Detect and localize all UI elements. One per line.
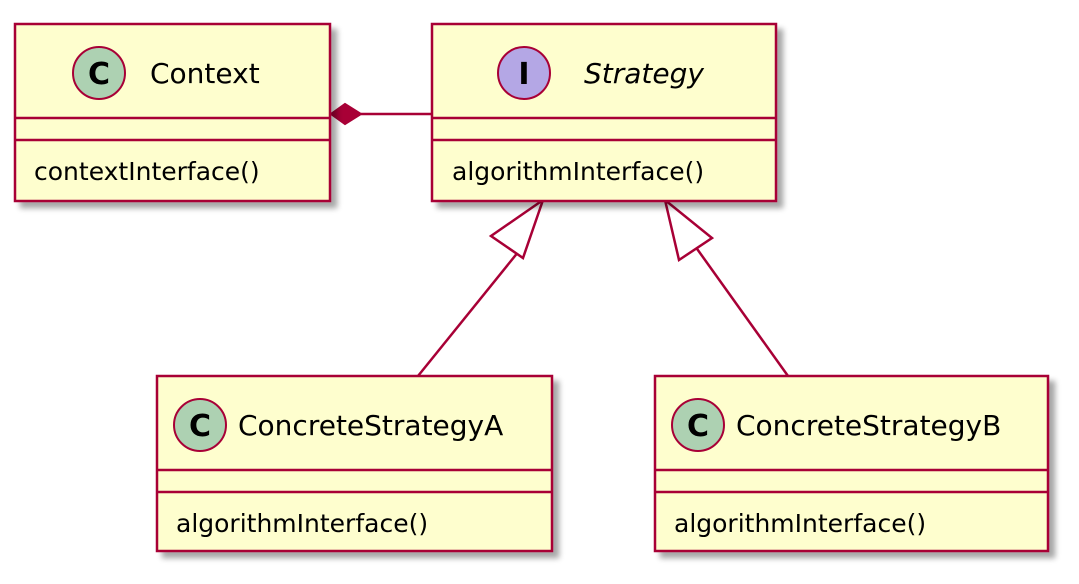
class-name: ConcreteStrategyB [736,409,1001,442]
class-context[interactable]: C Context contextInterface() [13,22,332,203]
method-algorithm-interface: algorithmInterface() [176,509,428,538]
badge-letter: C [88,57,110,92]
badge-letter: I [518,57,529,92]
interface-badge-icon: I [497,46,551,100]
class-name: ConcreteStrategyA [238,409,503,442]
interface-strategy[interactable]: I Strategy algorithmInterface() [430,22,778,203]
inheritance-arrowhead-icon [488,196,546,260]
interface-name: Strategy [584,57,704,90]
method-algorithm-interface: algorithmInterface() [452,157,704,186]
badge-letter: C [189,409,211,444]
method-context-interface: contextInterface() [34,157,260,186]
class-badge-icon: C [173,398,227,452]
composition-link [329,102,432,126]
class-badge-icon: C [671,398,725,452]
class-name: Context [150,57,260,90]
badge-letter: C [687,409,709,444]
class-badge-icon: C [72,46,126,100]
method-algorithm-interface: algorithmInterface() [674,509,926,538]
composition-diamond-icon [329,102,363,126]
inheritance-link-a [417,196,546,377]
class-concrete-strategy-a[interactable]: C ConcreteStrategyA algorithmInterface() [155,374,554,553]
class-concrete-strategy-b[interactable]: C ConcreteStrategyB algorithmInterface() [653,374,1050,553]
inheritance-link-b [662,196,790,377]
inheritance-arrowhead-icon [662,196,715,263]
